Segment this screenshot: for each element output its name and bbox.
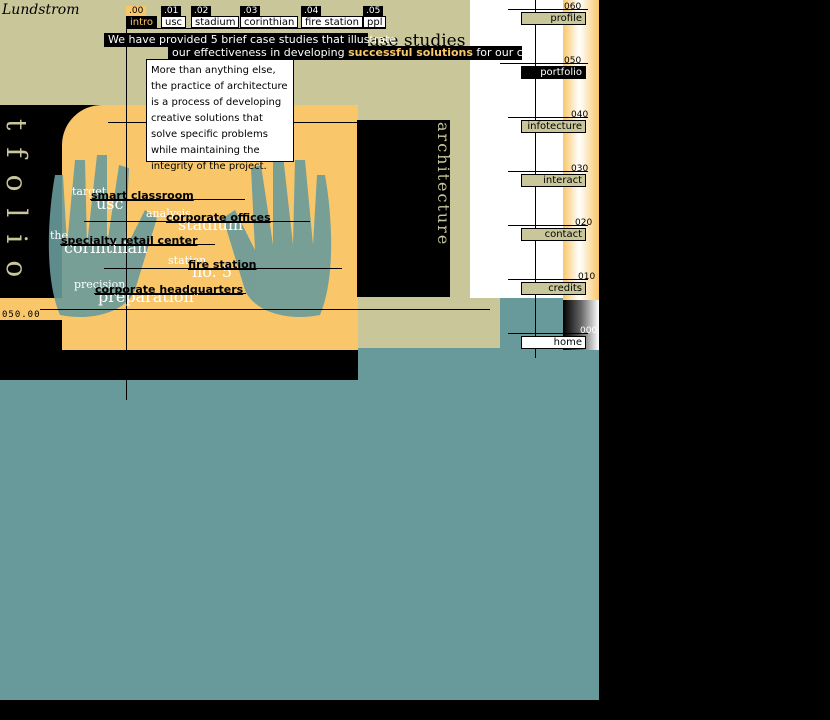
project-link-corporate-headquarters[interactable]: corporate headquarters <box>95 283 244 296</box>
project-link-corporate-offices[interactable]: corporate offices <box>166 211 271 224</box>
ghost-no5: no. 5 <box>192 262 233 281</box>
grid-line-h3 <box>126 28 386 29</box>
rn-rule-interact <box>508 171 588 172</box>
rn-num-home: 000 <box>580 326 598 336</box>
page-counter: 050.00 <box>0 310 43 320</box>
tab-corinthian[interactable]: .03 corinthian <box>240 6 300 28</box>
banner-line-2: our effectiveness in developing successf… <box>168 46 556 60</box>
tab-fire-station[interactable]: .04 fire station <box>301 6 363 28</box>
rn-num-contact: 020 <box>575 218 593 228</box>
rn-num-portfolio: 050 <box>564 56 582 66</box>
rn-rule-portfolio <box>500 63 588 64</box>
project-rule-2 <box>84 221 310 222</box>
brand-logo[interactable]: Lundstrom <box>2 2 80 18</box>
stage: architecture Lundstrom Portfolio 050 .00 … <box>0 0 599 700</box>
architecture-vertical-label: architecture <box>434 122 453 247</box>
tab-stadium[interactable]: .02 stadium <box>191 6 241 28</box>
tab-intro[interactable]: .00 intro <box>126 6 164 28</box>
tab-usc[interactable]: .01 usc <box>161 6 193 28</box>
tab-ppl[interactable]: .05 ppl <box>363 6 388 28</box>
rn-num-profile: 060 <box>564 2 582 12</box>
project-link-smart-classroom[interactable]: smart classroom <box>91 189 194 202</box>
ghost-usc: usc <box>96 194 124 213</box>
intro-text: More than anything else, the practice of… <box>151 65 288 172</box>
banner-text-1: We have provided 5 brief case studies th… <box>108 33 397 46</box>
ghost-target: target <box>72 185 107 198</box>
ghost-station: station <box>168 254 207 267</box>
architecture-block <box>357 120 450 297</box>
project-rule-1 <box>90 199 245 200</box>
banner-highlight: successful solutions <box>348 46 473 59</box>
ghost-the: the <box>50 229 69 242</box>
nav-credits[interactable]: credits <box>521 282 586 295</box>
ghost-precision: precision <box>74 278 126 291</box>
rn-rule-contact <box>508 225 588 226</box>
ghost-corinthian: corinthian <box>64 238 148 257</box>
nav-contact[interactable]: contact <box>521 228 586 241</box>
banner-text-2b: for our clients. <box>472 46 557 59</box>
project-link-fire-station[interactable]: fire station <box>188 258 257 271</box>
hands-illustration <box>48 155 332 318</box>
rn-num-interact: 030 <box>571 164 589 174</box>
project-rule-3 <box>60 244 215 245</box>
nav-interact[interactable]: interact <box>521 174 586 187</box>
ghost-analysis: analysis <box>146 207 191 220</box>
white-right-panel <box>470 0 565 298</box>
ghost-stadium: stadium <box>178 215 244 234</box>
rn-rule-home <box>508 333 588 334</box>
nav-profile[interactable]: profile <box>521 12 586 25</box>
intro-text-box: More than anything else, the practice of… <box>146 59 294 172</box>
grid-line-h2 <box>40 309 490 310</box>
banner-text-2a: our effectiveness in developing <box>172 46 349 59</box>
ghost-preparation: preparation <box>98 287 194 306</box>
grid-line-v1 <box>126 10 127 400</box>
gold-gradient-strip <box>563 0 599 300</box>
rn-rule-credits <box>508 279 588 280</box>
banner-line-1: We have provided 5 brief case studies th… <box>104 33 396 47</box>
rn-num-credits: 010 <box>578 272 596 282</box>
nav-infotecture[interactable]: infotecture <box>521 120 586 133</box>
nav-home[interactable]: home <box>521 336 586 349</box>
project-rule-4 <box>104 268 342 269</box>
nav-portfolio[interactable]: portfolio <box>521 66 586 79</box>
project-link-specialty-retail-center[interactable]: specialty retail center <box>61 234 198 247</box>
portfolio-vertical-title: Portfolio <box>0 20 33 295</box>
rn-num-infotecture: 040 <box>571 110 589 120</box>
rn-rule-infotecture <box>508 117 588 118</box>
rn-rule-profile <box>508 9 588 10</box>
project-rule-5 <box>94 293 246 294</box>
